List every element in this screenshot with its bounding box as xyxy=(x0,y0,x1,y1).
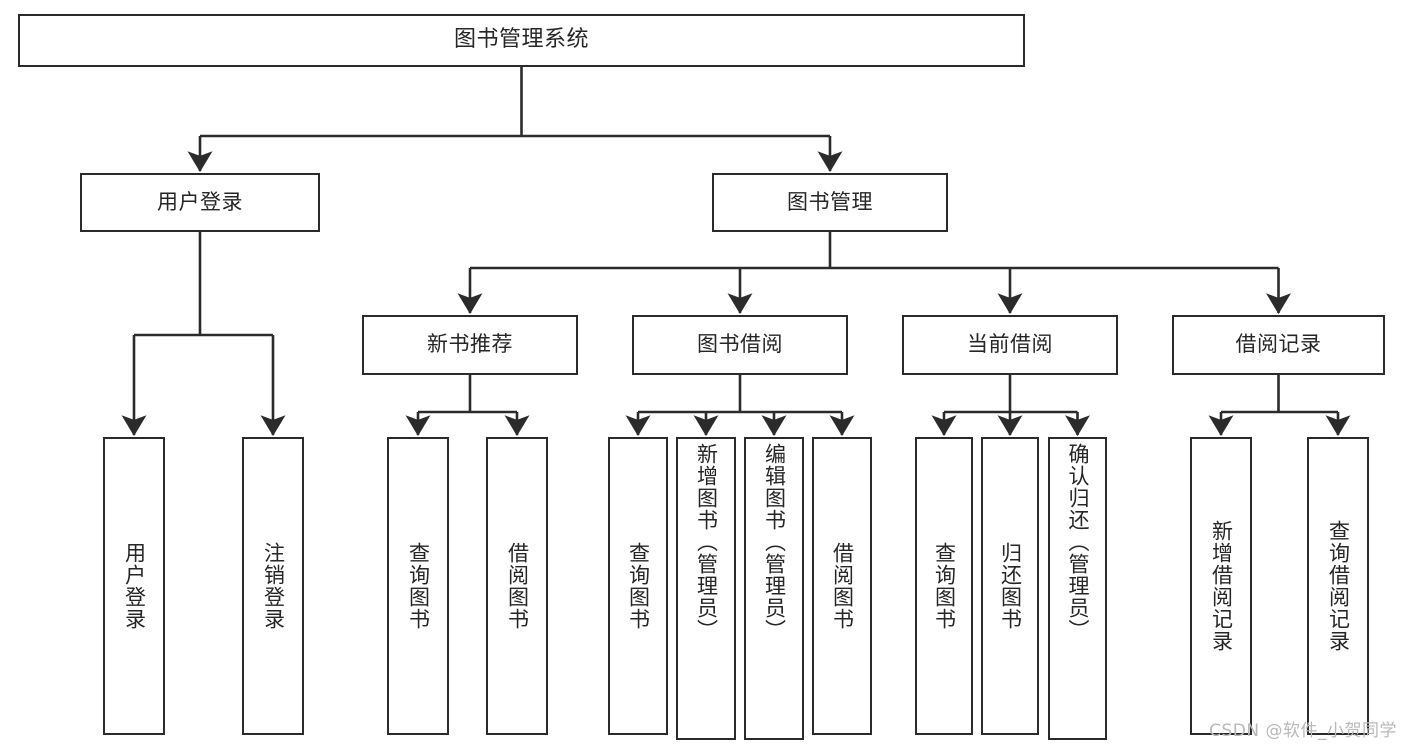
leaf-node-新增借阅记录-label: 新增借阅记录 xyxy=(1209,520,1234,652)
level2-node-当前借阅[interactable]: 当前借阅 xyxy=(902,315,1118,375)
level2-node-借阅记录-label: 借阅记录 xyxy=(1235,332,1322,357)
level2-node-图书借阅-label: 图书借阅 xyxy=(697,332,783,357)
level2-node-图书借阅[interactable]: 图书借阅 xyxy=(632,315,848,375)
level2-node-新书推荐[interactable]: 新书推荐 xyxy=(362,315,578,375)
leaf-node-借阅图书[interactable]: 借阅图书 xyxy=(486,437,548,735)
leaf-node-确认归还（管理员）-label: 确认归还（管理员） xyxy=(1065,443,1090,641)
watermark-label: CSDN @软件_小贺同学 xyxy=(1209,721,1397,741)
level1-node-图书管理[interactable]: 图书管理 xyxy=(712,173,948,232)
leaf-node-查询图书-label: 查询图书 xyxy=(932,542,957,630)
leaf-node-归还图书[interactable]: 归还图书 xyxy=(981,437,1039,735)
leaf-node-查询图书-label: 查询图书 xyxy=(626,542,651,630)
leaf-node-编辑图书（管理员）-label: 编辑图书（管理员） xyxy=(762,443,787,641)
leaf-node-查询图书[interactable]: 查询图书 xyxy=(387,437,449,735)
leaf-node-注销登录[interactable]: 注销登录 xyxy=(242,437,304,735)
leaf-node-新增借阅记录[interactable]: 新增借阅记录 xyxy=(1190,437,1252,735)
level2-node-当前借阅-label: 当前借阅 xyxy=(967,332,1053,357)
leaf-node-新增图书（管理员）-label: 新增图书（管理员） xyxy=(694,443,719,641)
level1-node-用户登录-label: 用户登录 xyxy=(157,189,243,214)
root-node-图书管理系统[interactable]: 图书管理系统 xyxy=(18,14,1025,67)
leaf-node-注销登录-label: 注销登录 xyxy=(261,542,286,630)
leaf-node-用户登录[interactable]: 用户登录 xyxy=(103,437,165,735)
leaf-node-用户登录-label: 用户登录 xyxy=(122,542,147,630)
leaf-node-查询借阅记录-label: 查询借阅记录 xyxy=(1326,520,1351,652)
leaf-node-查询图书[interactable]: 查询图书 xyxy=(608,437,668,735)
level2-node-新书推荐-label: 新书推荐 xyxy=(427,332,513,357)
level1-node-图书管理-label: 图书管理 xyxy=(787,189,873,214)
leaf-node-编辑图书（管理员）[interactable]: 编辑图书（管理员） xyxy=(744,437,804,740)
leaf-node-新增图书（管理员）[interactable]: 新增图书（管理员） xyxy=(676,437,736,740)
leaf-node-查询图书[interactable]: 查询图书 xyxy=(915,437,973,735)
leaf-node-借阅图书-label: 借阅图书 xyxy=(830,542,855,630)
level2-node-借阅记录[interactable]: 借阅记录 xyxy=(1172,315,1385,375)
leaf-node-归还图书-label: 归还图书 xyxy=(998,542,1023,630)
leaf-node-借阅图书-label: 借阅图书 xyxy=(505,542,530,630)
leaf-node-确认归还（管理员）[interactable]: 确认归还（管理员） xyxy=(1048,437,1107,740)
leaf-node-借阅图书[interactable]: 借阅图书 xyxy=(812,437,872,735)
leaf-node-查询图书-label: 查询图书 xyxy=(406,542,431,630)
leaf-node-查询借阅记录[interactable]: 查询借阅记录 xyxy=(1307,437,1369,735)
root-node-图书管理系统-label: 图书管理系统 xyxy=(453,27,589,53)
level1-node-用户登录[interactable]: 用户登录 xyxy=(80,173,320,232)
